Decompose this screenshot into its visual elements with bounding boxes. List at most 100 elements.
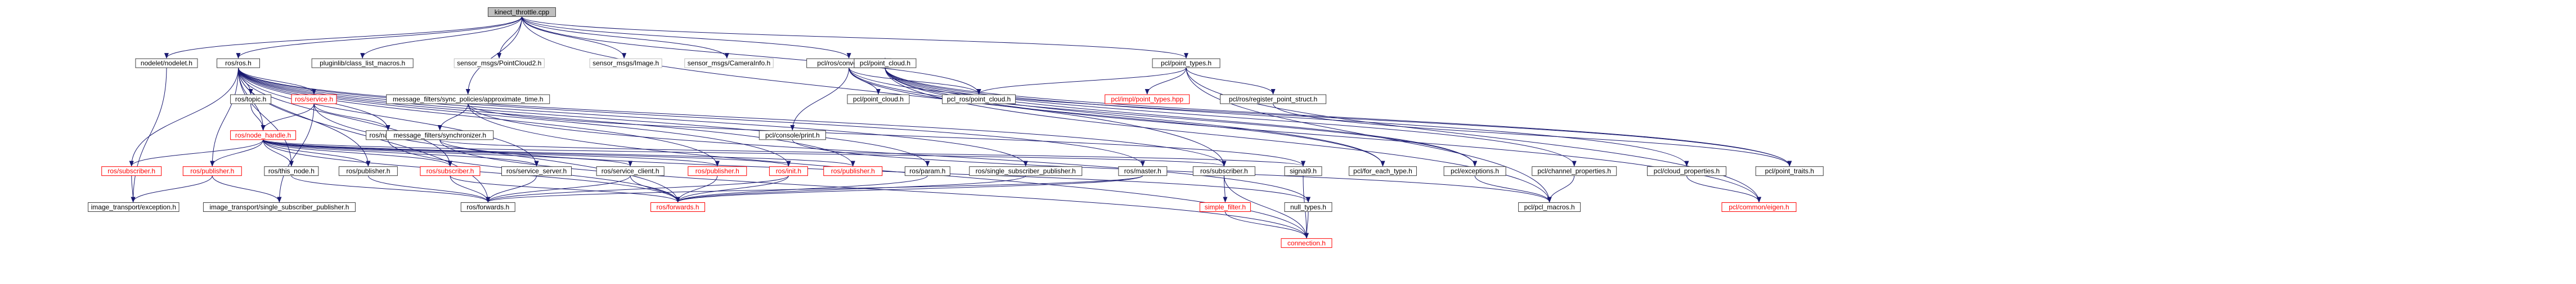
node-pcl-ros-register[interactable]: pcl/ros/register_point_struct.h: [1220, 94, 1327, 104]
node-label: pcl/ros/register_point_struct.h: [1229, 95, 1317, 103]
edge-ros_init-to-ros_forwards_red: [675, 175, 789, 203]
edge-ros_ros-to-ros_publisher_red: [210, 68, 239, 167]
node-simple-filter[interactable]: simple_filter.h: [1199, 202, 1251, 212]
node-ros-forwards-n[interactable]: ros/forwards.h: [460, 202, 515, 212]
node-root[interactable]: kinect_throttle.cpp: [487, 7, 556, 17]
node-ros-subscriber-red[interactable]: ros/subscriber.h: [101, 166, 162, 176]
node-ros-publisher-red[interactable]: ros/publisher.h: [182, 166, 242, 176]
node-label: image_transport/exception.h: [91, 203, 176, 211]
node-signal9[interactable]: signal9.h: [1284, 166, 1322, 176]
node-pluginlib[interactable]: pluginlib/class_list_macros.h: [311, 58, 414, 68]
node-label: pcl/channel_properties.h: [1537, 167, 1611, 175]
node-box: [1348, 166, 1417, 176]
node-ros-this-node[interactable]: ros/this_node.h: [264, 166, 319, 176]
node-null-types[interactable]: null_types.h: [1284, 202, 1332, 212]
node-ros-single-sub-pub[interactable]: ros/single_subscriber_publisher.h: [969, 166, 1083, 176]
node-pcl-point-types[interactable]: pcl/point_types.h: [1152, 58, 1220, 68]
edge-msg_filters_sync-to-signal9: [439, 139, 1305, 167]
edge-ros_ros-to-ros_master: [238, 68, 1145, 167]
node-image-transport-exc[interactable]: image_transport/exception.h: [88, 202, 179, 212]
node-pcl-cloud-props[interactable]: pcl/cloud_properties.h: [1647, 166, 1727, 176]
edge-pcl_ros_register-to-pcl_point_traits: [1273, 103, 1792, 167]
node-box: [688, 166, 747, 176]
node-sensor-pc2: sensor_msgs/PointCloud2.h: [454, 58, 545, 68]
edge-pcl_point_cloud_b-to-pcl_for_each: [885, 68, 1385, 167]
edge-pcl_cloud_props-to-pcl_common_eigen: [1686, 175, 1761, 203]
node-ros-forwards-red[interactable]: ros/forwards.h: [650, 202, 706, 212]
node-pcl-point-cloud-a[interactable]: pcl/point_cloud.h: [847, 94, 910, 104]
edge-root-to-pcl_ros_point_cloud: [521, 16, 981, 95]
node-label: ros/single_subscriber_publisher.h: [976, 167, 1076, 175]
node-ros-service-client[interactable]: ros/service_client.h: [596, 166, 665, 176]
node-box: [1118, 166, 1168, 176]
node-ros-topic[interactable]: ros/topic.h: [230, 94, 272, 104]
node-pcl-channel-props[interactable]: pcl/channel_properties.h: [1532, 166, 1617, 176]
node-ros-publisher-n[interactable]: ros/publisher.h: [338, 166, 398, 176]
edge-ros_master-to-ros_forwards_red: [675, 175, 1143, 203]
node-label: pcl/cloud_properties.h: [1654, 167, 1720, 175]
node-box: [1220, 94, 1327, 104]
node-ros-subscriber-red2[interactable]: ros/subscriber.h: [420, 166, 481, 176]
node-box: [1721, 202, 1797, 212]
node-pcl-exceptions[interactable]: pcl/exceptions.h: [1443, 166, 1506, 176]
edge-pcl_point_types-to-pcl_impl_point_types: [1145, 68, 1187, 95]
node-box: [1443, 166, 1506, 176]
node-label: pcl/pcl_macros.h: [1524, 203, 1575, 211]
node-ros-ros[interactable]: ros/ros.h: [217, 58, 261, 68]
node-box: [230, 130, 297, 140]
node-box: [904, 166, 950, 176]
node-pcl-for-each[interactable]: pcl/for_each_type.h: [1348, 166, 1417, 176]
node-box: [1755, 166, 1824, 176]
node-ros-publisher-red2[interactable]: ros/publisher.h: [688, 166, 747, 176]
node-box: [1284, 202, 1332, 212]
node-image-transport-ssp[interactable]: image_transport/single_subscriber_publis…: [203, 202, 356, 212]
edge-ros_single_sub_pub-to-ros_forwards_red: [675, 175, 1026, 203]
node-ros-param[interactable]: ros/param.h: [904, 166, 950, 176]
node-ros-service-server[interactable]: ros/service_server.h: [501, 166, 572, 176]
edge-ros_node_handle-to-ros_publisher_red3: [263, 139, 855, 167]
node-pcl-impl-point-types[interactable]: pcl/impl/point_types.hpp: [1105, 94, 1190, 104]
node-msg-filters-sync[interactable]: message_filters/synchronizer.h: [386, 130, 494, 140]
node-label: ros/topic.h: [235, 95, 266, 103]
node-label: ros/node_handle.h: [235, 131, 291, 139]
node-label: pcl/common/eigen.h: [1729, 203, 1789, 211]
node-label: ros/init.h: [776, 167, 801, 175]
node-label: pcl/point_types.h: [1161, 59, 1211, 67]
node-label: pluginlib/class_list_macros.h: [320, 59, 405, 67]
edge-ros_publisher_n-to-ros_forwards_n: [367, 175, 491, 203]
node-box: [386, 130, 494, 140]
node-box: [1281, 238, 1332, 248]
node-label: ros/service_client.h: [602, 167, 659, 175]
node-pcl-point-cloud-b[interactable]: pcl/point_cloud.h: [854, 58, 917, 68]
node-nodelet[interactable]: nodelet/nodelet.h: [135, 58, 198, 68]
node-pcl-point-traits[interactable]: pcl/point_traits.h: [1755, 166, 1824, 176]
node-label: ros/forwards.h: [466, 203, 509, 211]
node-connection[interactable]: connection.h: [1281, 238, 1332, 248]
node-label: ros/forwards.h: [657, 203, 699, 211]
node-ros-publisher-red3[interactable]: ros/publisher.h: [823, 166, 883, 176]
node-msg-filters-approx[interactable]: message_filters/sync_policies/approximat…: [386, 94, 550, 104]
node-label: nodelet/nodelet.h: [141, 59, 192, 67]
node-label: ros/param.h: [909, 167, 945, 175]
node-pcl-console[interactable]: pcl/console/print.h: [759, 130, 826, 140]
node-ros-node-handle[interactable]: ros/node_handle.h: [230, 130, 297, 140]
node-ros-subscriber-n[interactable]: ros/subscriber.h: [1192, 166, 1255, 176]
edge-ros_init-to-ros_forwards_n: [486, 175, 789, 203]
node-ros-master[interactable]: ros/master.h: [1118, 166, 1168, 176]
edge-ros_publisher_red-to-image_transport_ssp: [212, 175, 282, 203]
dependency-nodes: kinect_throttle.cpp nodelet/nodelet.h ros/…: [88, 7, 1824, 248]
node-ros-init[interactable]: ros/init.h: [769, 166, 808, 176]
node-ros-service[interactable]: ros/service.h: [291, 94, 337, 104]
edge-pcl_ros_conv-to-pcl_ros_point_cloud: [849, 67, 981, 95]
node-label: pcl/point_cloud.h: [860, 59, 910, 67]
node-box: [291, 94, 337, 104]
edge-pcl_point_types-to-pcl_macros: [1186, 68, 1552, 203]
edge-ros_node_handle-to-ros_subscriber_red2: [263, 139, 452, 167]
node-pcl-common-eigen[interactable]: pcl/common/eigen.h: [1721, 202, 1797, 212]
node-pcl-macros[interactable]: pcl/pcl_macros.h: [1518, 202, 1581, 212]
node-pcl-ros-point-cloud[interactable]: pcl_ros/point_cloud.h: [942, 94, 1016, 104]
node-label: pcl/impl/point_types.hpp: [1111, 95, 1183, 103]
node-label: pcl/for_each_type.h: [1353, 167, 1412, 175]
edge-root-to-nodelet: [164, 16, 522, 59]
node-label: image_transport/single_subscriber_publis…: [209, 203, 349, 211]
